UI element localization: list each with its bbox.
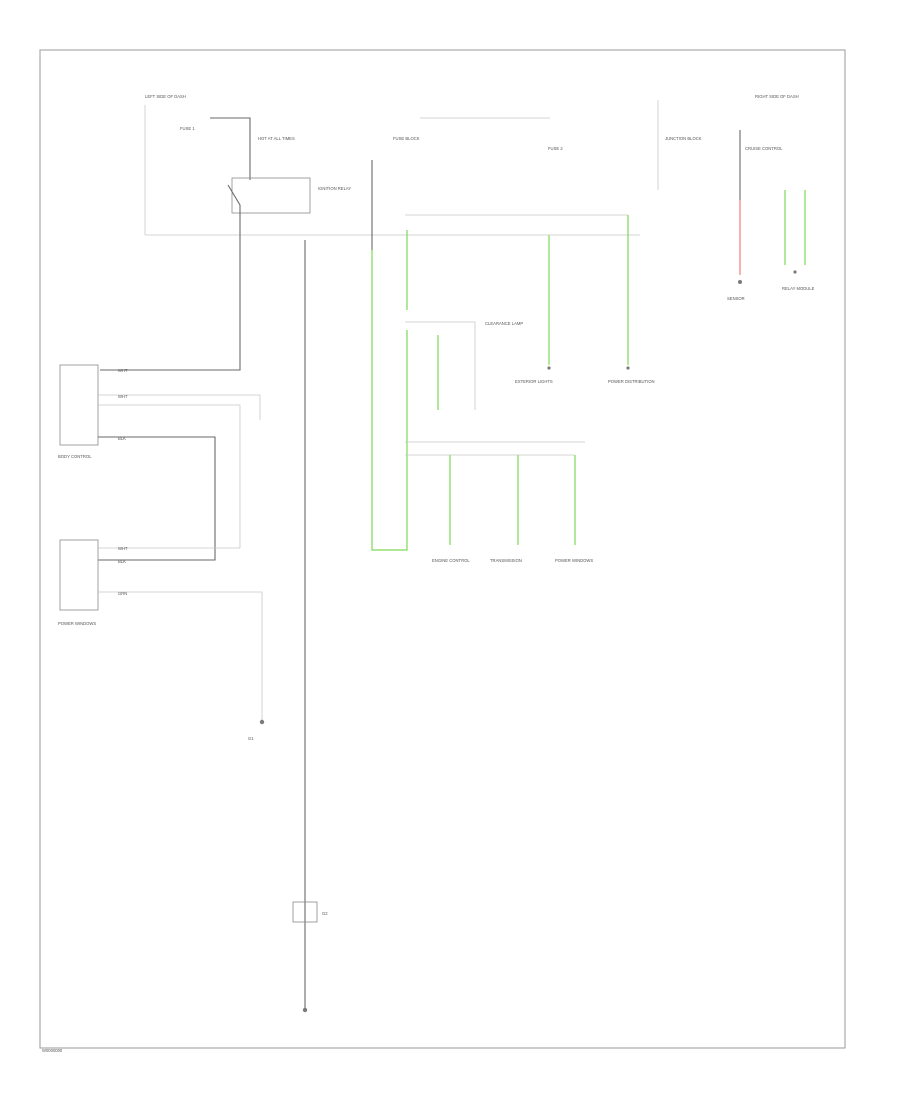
cruise-label: CRUISE CONTROL: [745, 146, 783, 151]
lower-connector-label: POWER WINDOWS: [58, 621, 96, 626]
connector-wire-label-3: BLK: [118, 436, 126, 441]
exterior-lights-terminal: [547, 366, 551, 370]
fuse-feed-wire: [210, 117, 251, 180]
black-wire-left: [100, 240, 241, 371]
hot-at-all-times-label: HOT AT ALL TIMES: [258, 136, 295, 141]
splice-bus-1: [405, 321, 476, 410]
lower-ground-terminal: [302, 1007, 308, 1013]
exterior-lights-label: EXTERIOR LIGHTS: [515, 379, 553, 384]
connector-wire-3: [98, 436, 216, 561]
power-distribution-label: POWER DISTRIBUTION: [608, 379, 655, 384]
engine-control-label: ENGINE CONTROL: [432, 558, 470, 563]
connector-wire-1: [98, 394, 261, 420]
center-fuse-label-2: FUSE 2: [548, 146, 563, 151]
diagram-frame: [39, 49, 846, 1049]
connector-wire-label-2: WHT: [118, 394, 128, 399]
connector-wire-label-6: GRN: [118, 591, 127, 596]
sensor-label: SENSOR: [727, 296, 745, 301]
ignition-relay-box: [231, 177, 311, 214]
lower-ground-label: G2: [322, 911, 328, 916]
right-fuse-box-label: RIGHT SIDE OF DASH: [755, 94, 799, 99]
red-wire-terminal: [738, 280, 742, 284]
relay-switch: [227, 184, 241, 240]
fuse-label-1: FUSE 1: [180, 126, 195, 131]
lower-connector: [59, 539, 99, 611]
control-module-label: BODY CONTROL: [58, 454, 92, 459]
control-module-connector: [59, 364, 99, 446]
lower-ground-box: [292, 901, 318, 923]
transmission-label: TRANSMISSION: [490, 558, 522, 563]
connector-wire-label-4: WHT: [118, 546, 128, 551]
connector-wire-5: [98, 591, 263, 720]
connector-wire-label-1: WHT: [118, 368, 128, 373]
ignition-relay-label: IGNITION RELAY: [318, 186, 351, 191]
power-windows-label: POWER WINDOWS: [555, 558, 593, 563]
clearance-lamp-label: CLEARANCE LAMP: [485, 321, 523, 326]
relay-module-label: RELAY MODULE: [782, 286, 815, 291]
power-distribution-terminal: [626, 366, 630, 370]
right-fuse-label: JUNCTION BLOCK: [665, 136, 702, 141]
green-wire-left-loop: [371, 250, 408, 551]
center-fuse-label: FUSE BLOCK: [393, 136, 420, 141]
green-right-terminal: [793, 270, 797, 274]
ground-left-label: G1: [248, 736, 254, 741]
ground-left-terminal: [259, 719, 265, 725]
left-fuse-box-label: LEFT SIDE OF DASH: [145, 94, 186, 99]
connector-wire-2: [98, 404, 241, 548]
connector-wire-label-5: BLK: [118, 559, 126, 564]
footer-code: W0000000: [42, 1048, 63, 1053]
